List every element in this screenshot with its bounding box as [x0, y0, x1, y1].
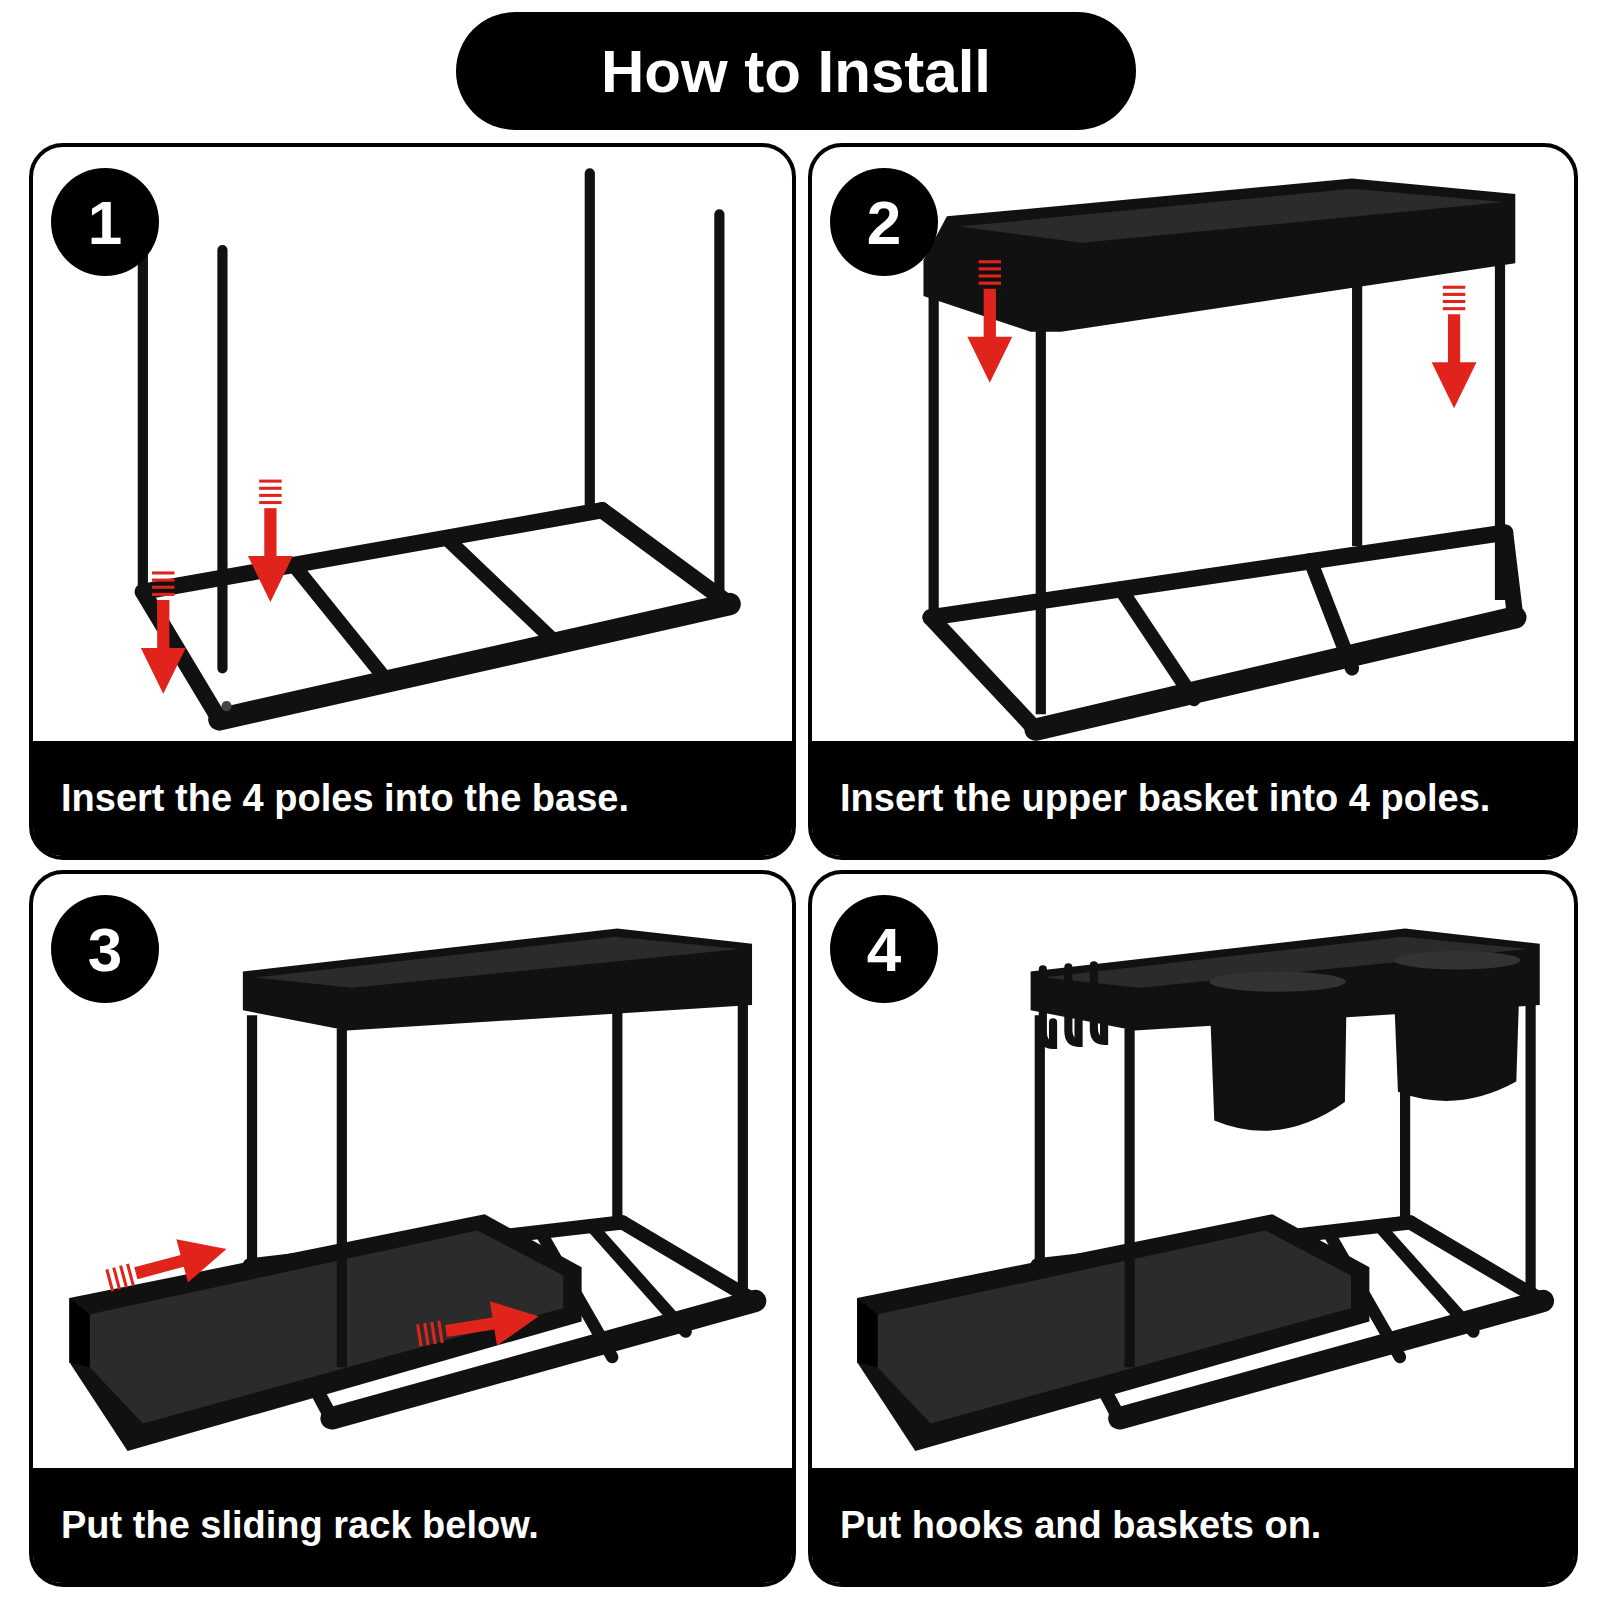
hanging-baskets — [1209, 951, 1520, 1131]
step-number-circle: 3 — [51, 895, 159, 1003]
base-and-poles — [141, 173, 730, 719]
step-panel: Insert the upper basket into 4 poles. 2 — [808, 143, 1578, 860]
step-caption: Put hooks and baskets on. — [840, 1503, 1321, 1549]
step-panel: Put the sliding rack below. 3 — [29, 870, 796, 1587]
slide-arrow — [102, 1227, 232, 1302]
step-caption: Put the sliding rack below. — [61, 1503, 539, 1549]
title-pill: How to Install — [456, 12, 1136, 130]
slide-arrow — [414, 1294, 542, 1357]
insert-arrow — [248, 480, 293, 602]
title: How to Install — [601, 37, 991, 106]
caption-band: Put hooks and baskets on. — [812, 1468, 1574, 1583]
insert-arrow — [967, 260, 1012, 382]
caption-band: Insert the 4 poles into the base. — [33, 741, 792, 856]
step-number: 4 — [867, 914, 901, 985]
caption-band: Put the sliding rack below. — [33, 1468, 792, 1583]
finished-rack — [857, 929, 1543, 1451]
step-panel: Put hooks and baskets on. 4 — [808, 870, 1578, 1587]
step-number: 3 — [88, 914, 122, 985]
insert-arrow — [141, 571, 186, 693]
step-caption: Insert the upper basket into 4 poles. — [840, 776, 1490, 822]
step-number: 1 — [88, 187, 122, 258]
hooks — [1043, 965, 1104, 1045]
step-number-circle: 2 — [830, 168, 938, 276]
step-number-circle: 4 — [830, 895, 938, 1003]
step-number-circle: 1 — [51, 168, 159, 276]
step-caption: Insert the 4 poles into the base. — [61, 776, 629, 822]
step-panel: Insert the 4 poles into the base. 1 — [29, 143, 796, 860]
caption-band: Insert the upper basket into 4 poles. — [812, 741, 1574, 856]
upper-basket-assembly — [923, 179, 1515, 730]
sliding-rack-assembly — [69, 929, 755, 1451]
step-number: 2 — [867, 187, 901, 258]
insert-arrow — [1432, 286, 1477, 408]
